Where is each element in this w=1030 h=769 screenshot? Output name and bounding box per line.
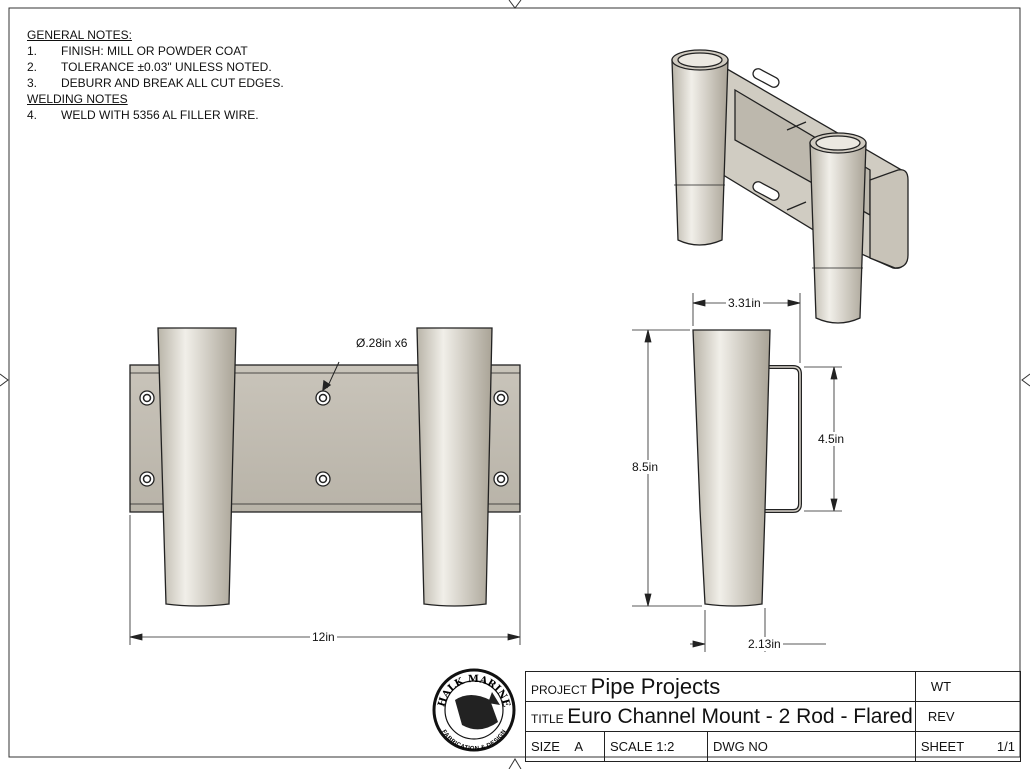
note-text: FINISH: MILL OR POWDER COAT	[61, 44, 248, 58]
tube-bottom-label: 2.13in	[746, 637, 783, 651]
sheet-label: SHEET	[920, 739, 965, 754]
mounting-holes	[139, 390, 509, 487]
general-notes-header: GENERAL NOTES:	[27, 28, 132, 42]
rod-tube-left	[157, 327, 237, 607]
weight-label: WT	[930, 679, 952, 694]
note-number: 3.	[27, 76, 38, 90]
title-label: TITLE	[531, 711, 564, 726]
sheet-value: 1/1	[996, 739, 1015, 754]
side-view	[692, 329, 802, 607]
title-block: PROJECT Pipe Projects WT TITLE Euro Chan…	[525, 671, 1022, 762]
depth-dimension-label: 3.31in	[726, 296, 763, 310]
note-number: 4.	[27, 108, 38, 122]
hole-callout: Ø.28in x6	[354, 336, 410, 350]
note-number: 1.	[27, 44, 38, 58]
size-label: SIZE	[531, 739, 560, 754]
general-notes: GENERAL NOTES: 1. FINISH: MILL OR POWDER …	[27, 27, 284, 123]
width-dimension-label: 12in	[310, 630, 337, 644]
rod-tube-side	[692, 329, 771, 607]
note-item: 1. FINISH: MILL OR POWDER COAT	[27, 43, 284, 59]
rod-tube-right	[416, 327, 493, 607]
note-text: TOLERANCE ±0.03" UNLESS NOTED.	[61, 60, 272, 74]
drawing-title: Euro Channel Mount - 2 Rod - Flared	[567, 704, 913, 728]
isometric-view	[671, 49, 909, 324]
project-name: Pipe Projects	[590, 673, 721, 699]
note-number: 2.	[27, 60, 38, 74]
note-text: WELD WITH 5356 AL FILLER WIRE.	[61, 108, 259, 122]
note-text: DEBURR AND BREAK ALL CUT EDGES.	[61, 76, 284, 90]
note-item: 2. TOLERANCE ±0.03" UNLESS NOTED.	[27, 59, 284, 75]
note-item: 4. WELD WITH 5356 AL FILLER WIRE.	[27, 107, 284, 123]
size-value: A	[574, 739, 584, 754]
revision-label: REV	[927, 709, 955, 724]
scale: SCALE 1:2	[610, 739, 675, 754]
note-item: 3. DEBURR AND BREAK ALL CUT EDGES.	[27, 75, 284, 91]
project-label: PROJECT	[531, 682, 588, 697]
welding-notes-header: WELDING NOTES	[27, 92, 128, 106]
drawing-number-label: DWG NO	[713, 739, 768, 754]
height-dimension-label: 8.5in	[630, 460, 661, 474]
company-logo: HALK MARINE FABRICATION & DESIGN	[432, 668, 516, 752]
bracket-height-label: 4.5in	[816, 432, 847, 446]
front-view	[129, 327, 521, 607]
